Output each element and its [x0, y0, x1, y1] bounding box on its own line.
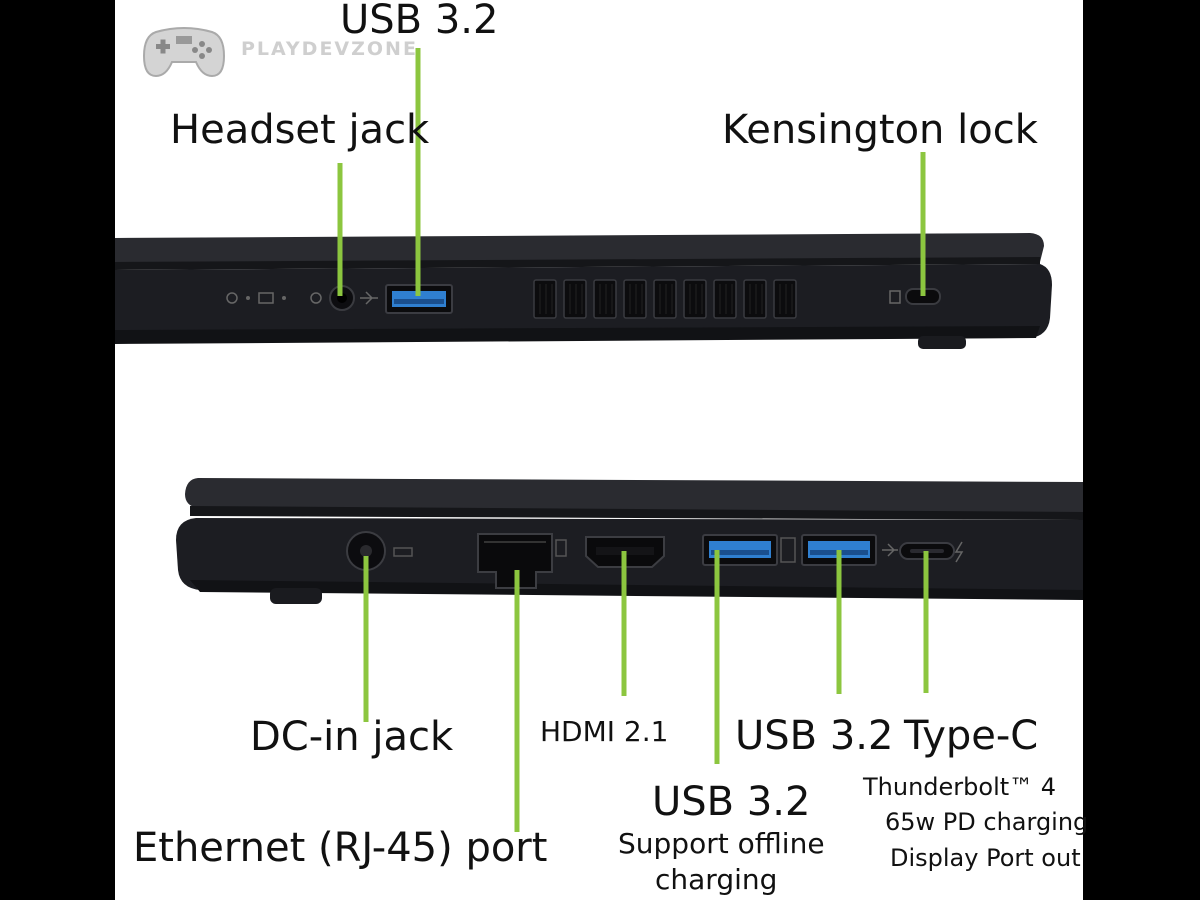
label-offline-charging-2: charging [655, 863, 778, 896]
leader-lines [337, 48, 929, 832]
label-offline-charging-1: Support offline [618, 827, 825, 860]
label-usb-top: USB 3.2 [340, 0, 499, 43]
label-display-port: Display Port out [890, 844, 1081, 872]
laptop-right-side [176, 478, 1083, 604]
label-usb-mid: USB 3.2 [652, 779, 811, 825]
label-pd-charging: 65w PD charging [885, 808, 1089, 836]
label-headset-jack: Headset jack [170, 107, 430, 153]
laptop-left-side [115, 233, 1052, 349]
label-usb-right: USB 3.2 [735, 713, 894, 759]
product-image-panel [115, 0, 1083, 900]
label-ethernet-port: Ethernet (RJ-45) port [133, 825, 548, 871]
label-type-c: Type-C [904, 713, 1039, 759]
label-hdmi: HDMI 2.1 [540, 715, 669, 748]
label-dc-in-jack: DC-in jack [250, 714, 454, 760]
gamepad-icon [142, 27, 226, 78]
watermark-text: PLAYDEVZONE [241, 38, 418, 60]
label-kensington-lock: Kensington lock [722, 107, 1038, 153]
laptop-ports-illustration [115, 48, 1083, 832]
label-thunderbolt: Thunderbolt™ 4 [863, 773, 1057, 801]
